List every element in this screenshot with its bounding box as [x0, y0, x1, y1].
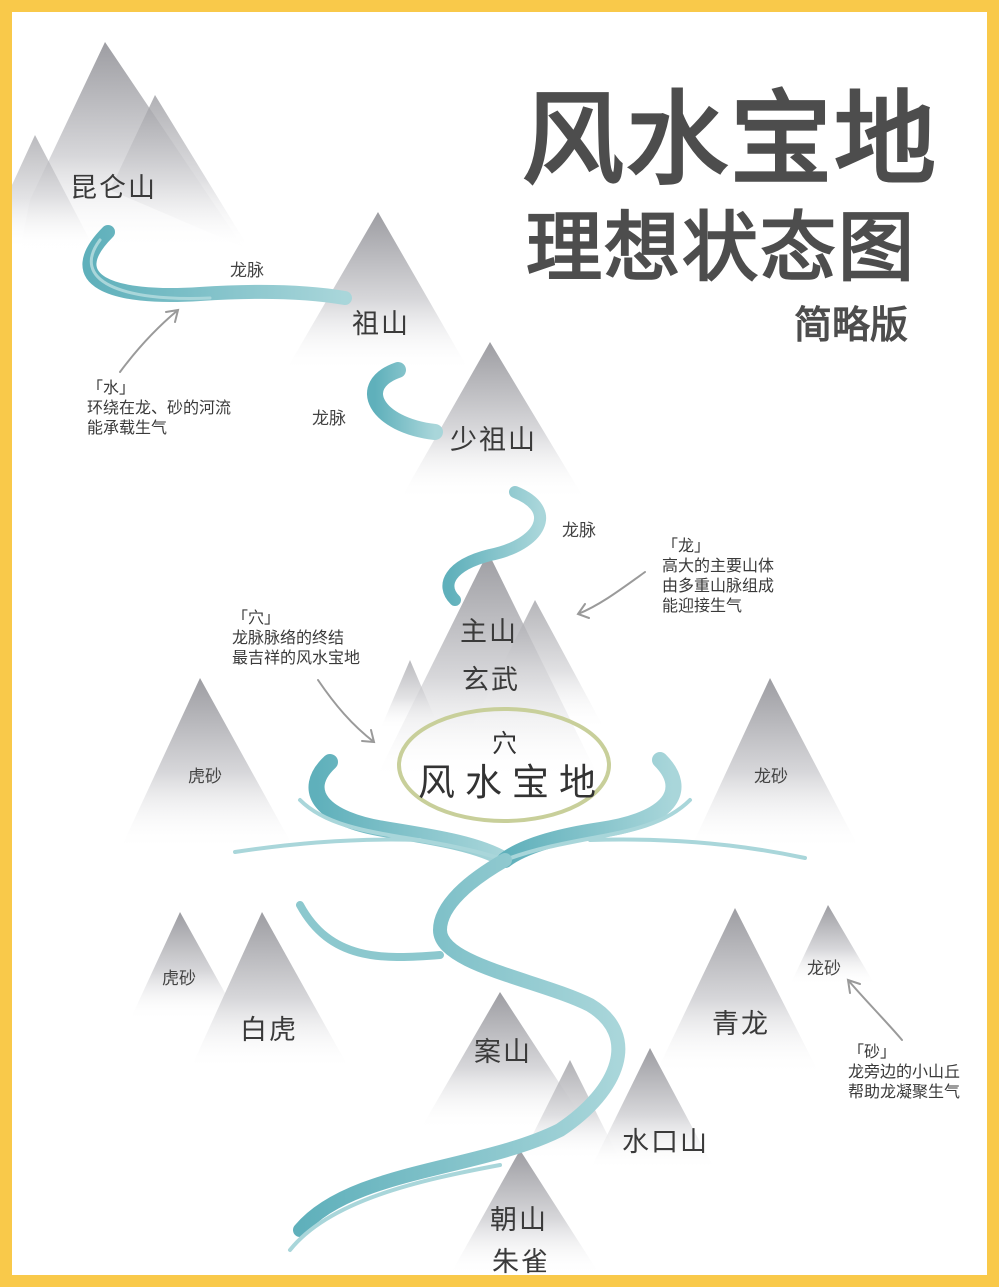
title-line1: 风水宝地 — [522, 81, 938, 200]
label-kunlun: 昆仑山 — [70, 173, 157, 204]
note-water-head: 「水」 — [87, 378, 136, 397]
river-system — [82, 225, 807, 1252]
mountain-zu — [285, 212, 470, 372]
note-dragon-line3: 能迎接生气 — [662, 596, 743, 615]
mountain-shaozu — [400, 342, 585, 500]
label-shaozu: 少祖山 — [450, 425, 537, 456]
label-an: 案山 — [474, 1037, 532, 1068]
mountain-hu-sha-2 — [130, 912, 240, 1020]
arrow-cave — [317, 679, 376, 744]
label-hu-sha-1: 虎砂 — [188, 767, 222, 787]
mountain-kunlun — [12, 42, 250, 250]
note-water-line1: 环绕在龙、砂的河流 — [87, 398, 232, 417]
mountain-an — [420, 992, 590, 1130]
label-vein-3: 龙脉 — [562, 521, 596, 541]
river-vein-1 — [82, 225, 352, 305]
mountain-baihu — [190, 912, 350, 1070]
arrow-dragon — [576, 571, 646, 619]
mountain-qinglong — [655, 908, 820, 1075]
label-zhuque: 朱雀 — [492, 1247, 550, 1278]
note-sand: 「砂」龙旁边的小山丘帮助龙凝聚生气 — [848, 1042, 960, 1102]
label-xue: 穴 — [492, 729, 518, 758]
note-cave-head: 「穴」 — [232, 608, 281, 627]
label-baihu: 白虎 — [240, 1015, 298, 1046]
mountain-long-sha-2 — [790, 905, 875, 985]
label-vein-1: 龙脉 — [230, 261, 264, 281]
mountain-long-sha-1 — [690, 678, 860, 850]
note-cave-line1: 龙脉脉络的终结 — [232, 628, 345, 647]
note-sand-head: 「砂」 — [848, 1042, 897, 1061]
arrow-sand — [846, 978, 903, 1041]
note-arrows — [119, 308, 903, 1041]
xue-ring — [397, 707, 611, 823]
river-vein-2 — [367, 362, 443, 440]
label-shuikou: 水口山 — [622, 1127, 709, 1158]
label-vein-2: 龙脉 — [312, 409, 346, 429]
river-main — [293, 853, 626, 1237]
label-zu: 祖山 — [352, 309, 410, 340]
label-chao: 朝山 — [490, 1205, 548, 1236]
label-xuanwu: 玄武 — [462, 665, 520, 696]
diagram-artwork — [12, 42, 903, 1275]
note-cave-line2: 最吉祥的风水宝地 — [232, 648, 361, 667]
title-line2: 理想状态图 — [526, 203, 916, 292]
note-dragon: 「龙」高大的主要山体由多重山脉组成能迎接生气 — [662, 536, 774, 616]
river-vein-3 — [442, 486, 546, 606]
note-sand-line2: 帮助龙凝聚生气 — [848, 1082, 961, 1101]
river-left-arm — [308, 754, 513, 868]
title-line3: 简略版 — [794, 303, 909, 347]
note-dragon-head: 「龙」 — [662, 536, 711, 555]
label-long-sha-2: 龙砂 — [807, 959, 841, 979]
river-right-arm — [497, 752, 682, 868]
label-zhu: 主山 — [460, 617, 518, 648]
label-long-sha-1: 龙砂 — [754, 767, 788, 787]
note-water: 「水」环绕在龙、砂的河流能承载生气 — [87, 378, 231, 438]
note-water-line2: 能承载生气 — [87, 418, 168, 437]
label-fengshui-baodi: 风水宝地 — [418, 761, 606, 804]
note-sand-line1: 龙旁边的小山丘 — [848, 1062, 961, 1081]
label-qinglong: 青龙 — [712, 1009, 770, 1040]
note-dragon-line1: 高大的主要山体 — [662, 556, 775, 575]
label-hu-sha-2: 虎砂 — [162, 969, 196, 989]
note-cave: 「穴」龙脉脉络的终结最吉祥的风水宝地 — [232, 608, 360, 668]
mountain-hu-sha-1 — [120, 678, 295, 850]
note-dragon-line2: 由多重山脉组成 — [662, 576, 775, 595]
arrow-water — [119, 308, 180, 373]
mountain-chao — [450, 1150, 600, 1275]
